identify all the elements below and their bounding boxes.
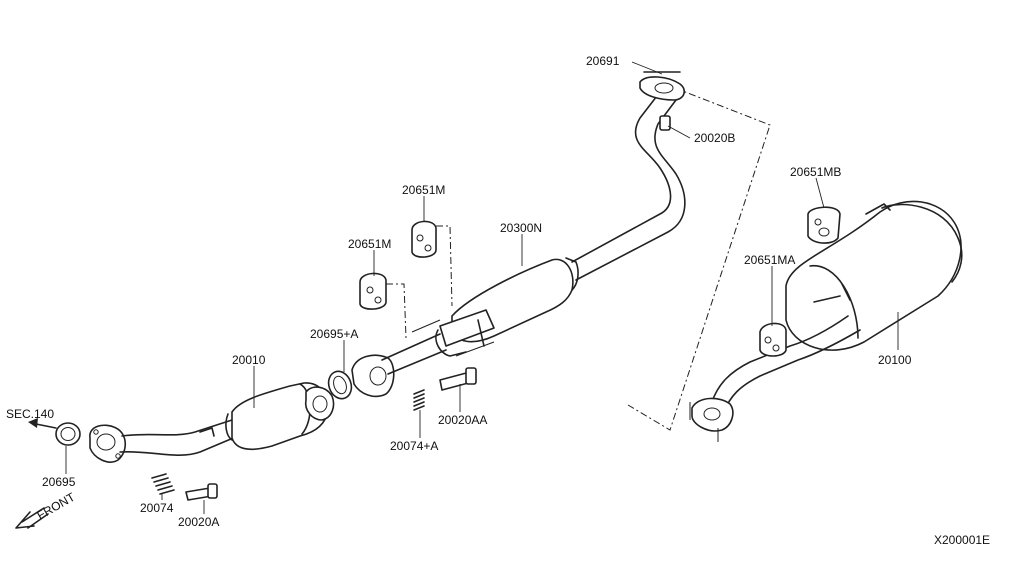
sec-140-arrow (28, 418, 57, 429)
gasket-20695-a[interactable] (325, 368, 355, 402)
spring-20074[interactable] (151, 473, 175, 495)
muffler-20100[interactable] (689, 200, 963, 442)
front-tube-flange (89, 424, 127, 463)
label-20651m-lower: 20651M (348, 237, 391, 251)
leader-lines (65, 61, 899, 514)
mounting-rubber-20651m-upper[interactable] (411, 220, 437, 258)
label-20651ma: 20651MA (744, 253, 795, 267)
label-20074: 20074 (140, 501, 174, 515)
mounting-rubber-20651m-lower[interactable] (359, 272, 387, 310)
label-20074-a: 20074+A (390, 439, 438, 453)
mounting-rubber-20651ma[interactable] (759, 322, 787, 357)
rubber-lower-guide (386, 283, 407, 339)
mounting-rubber-20651mb[interactable] (807, 206, 841, 244)
spring-20074-a[interactable] (413, 389, 425, 411)
label-20695: 20695 (42, 475, 76, 489)
diagram-code: X200001E (934, 533, 990, 547)
label-20695-a: 20695+A (310, 327, 358, 341)
label-20691: 20691 (586, 54, 620, 68)
label-20300n: 20300N (500, 221, 542, 235)
front-pipe-20010[interactable] (119, 382, 335, 456)
bolt-20020a[interactable] (185, 483, 218, 501)
label-sec-140: SEC.140 (6, 407, 54, 421)
label-20020aa: 20020AA (438, 413, 487, 427)
bolt-20020aa[interactable] (439, 367, 477, 391)
center-pipe-20300n[interactable] (351, 91, 686, 398)
label-20651mb: 20651MB (790, 165, 841, 179)
label-20010: 20010 (232, 353, 266, 367)
flange-20691[interactable] (639, 71, 686, 101)
bolt-20020b[interactable] (659, 115, 671, 131)
reference-boundary (627, 87, 771, 431)
front-arrow-icon (15, 507, 49, 529)
label-20020b: 20020B (694, 131, 735, 145)
rubber-upper-guide (436, 225, 453, 307)
label-20020a: 20020A (178, 515, 219, 529)
label-front: FRONT (35, 489, 78, 522)
label-20100: 20100 (878, 353, 912, 367)
gasket-20695[interactable] (55, 422, 81, 446)
label-20651m-upper: 20651M (402, 183, 445, 197)
